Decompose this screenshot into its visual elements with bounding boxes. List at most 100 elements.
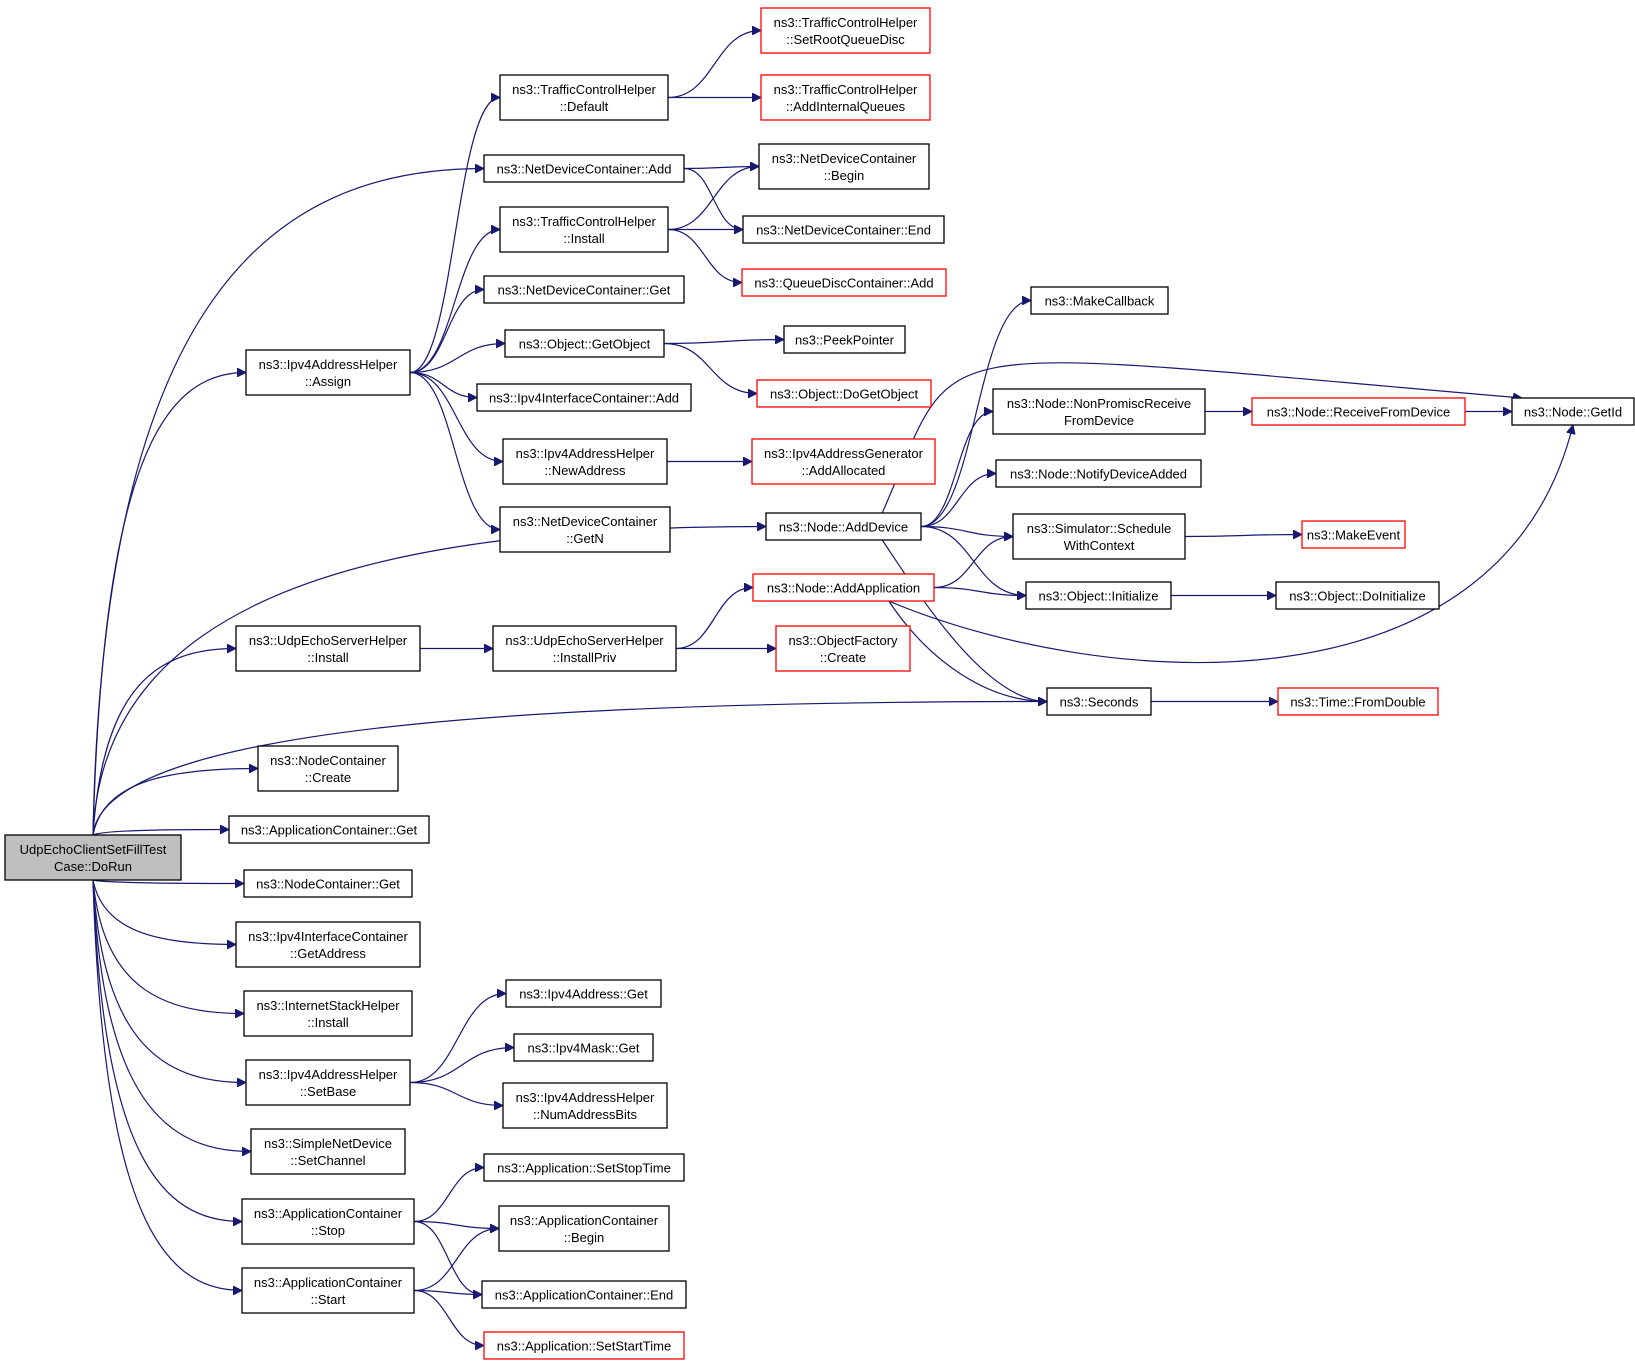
node-internetstack_install[interactable]: ns3::InternetStackHelper::Install	[243, 990, 413, 1037]
node-label-line: ns3::Object::DoGetObject	[770, 387, 919, 402]
node-label-line: ns3::Node::NotifyDeviceAdded	[1010, 467, 1187, 482]
node-makecallback[interactable]: ns3::MakeCallback	[1030, 286, 1169, 315]
node-box	[752, 573, 935, 602]
call-edge-appcontainer_stop-to-appcontainer_begin	[413, 1220, 499, 1229]
node-label-line: ::Stop	[311, 1223, 345, 1238]
node-ndc_add[interactable]: ns3::NetDeviceContainer::Add	[483, 154, 685, 183]
call-edge-root-to-simplenetdevice_setchannel	[92, 879, 251, 1152]
call-edge-root-to-internetstack_install	[92, 879, 244, 1014]
node-ipv4helper_assign[interactable]: ns3::Ipv4AddressHelper::Assign	[245, 349, 411, 396]
node-udpserver_install[interactable]: ns3::UdpEchoServerHelper::Install	[235, 625, 421, 672]
call-edge-udpserver_installpriv-to-node_addapplication	[675, 588, 753, 650]
node-node_notifydeviceadded[interactable]: ns3::Node::NotifyDeviceAdded	[995, 459, 1202, 488]
node-obj_initialize[interactable]: ns3::Object::Initialize	[1025, 581, 1172, 610]
node-label-line: ns3::PeekPointer	[795, 333, 895, 348]
node-tch_addinternalqueues[interactable]: ns3::TrafficControlHelper::AddInternalQu…	[760, 74, 931, 121]
node-app_setstoptime[interactable]: ns3::Application::SetStopTime	[483, 1153, 685, 1182]
node-app_setstarttime[interactable]: ns3::Application::SetStartTime	[483, 1331, 685, 1360]
node-label-line: ns3::NetDeviceContainer::End	[756, 223, 931, 238]
node-tch_install[interactable]: ns3::TrafficControlHelper::Install	[499, 206, 669, 253]
node-appcontainer_get[interactable]: ns3::ApplicationContainer::Get	[228, 815, 430, 844]
node-box	[257, 745, 399, 792]
node-ipv4ic_add[interactable]: ns3::Ipv4InterfaceContainer::Add	[476, 383, 692, 412]
call-edge-root-to-appcontainer_get	[92, 830, 229, 836]
node-label-line: ns3::ObjectFactory	[788, 633, 898, 648]
node-ipv4mask_get[interactable]: ns3::Ipv4Mask::Get	[513, 1033, 654, 1062]
node-tch_setrootqueuedisc[interactable]: ns3::TrafficControlHelper::SetRootQueueD…	[760, 7, 931, 54]
node-node_getid[interactable]: ns3::Node::GetId	[1511, 397, 1635, 426]
node-appcontainer_stop[interactable]: ns3::ApplicationContainer::Stop	[241, 1198, 415, 1245]
node-box	[243, 869, 413, 898]
node-box	[760, 7, 931, 54]
node-appcontainer_begin[interactable]: ns3::ApplicationContainer::Begin	[498, 1205, 670, 1252]
node-obj_getobject[interactable]: ns3::Object::GetObject	[504, 329, 665, 358]
node-node_addapplication[interactable]: ns3::Node::AddApplication	[752, 573, 935, 602]
node-label-line: ::GetAddress	[290, 946, 366, 961]
call-edge-root-to-appcontainer_start	[92, 879, 242, 1291]
node-label-line: ::AddAllocated	[802, 463, 886, 478]
node-label-line: ns3::ApplicationContainer	[254, 1206, 403, 1221]
node-label-line: ns3::TrafficControlHelper	[512, 82, 656, 97]
call-edge-node_adddevice-to-node_notifydeviceadded	[920, 474, 996, 528]
node-node_receivefromdevice[interactable]: ns3::Node::ReceiveFromDevice	[1251, 397, 1466, 426]
node-box	[751, 438, 936, 485]
node-seconds[interactable]: ns3::Seconds	[1046, 687, 1152, 716]
call-edge-root-to-nodecontainer_create	[92, 769, 258, 836]
call-edge-root-to-ipv4helper_setbase	[92, 879, 246, 1083]
node-label-line: ns3::NetDeviceContainer::Add	[497, 162, 672, 177]
node-ipv4ic_getaddress[interactable]: ns3::Ipv4InterfaceContainer::GetAddress	[235, 921, 421, 968]
node-label-line: ::NumAddressBits	[533, 1107, 638, 1122]
node-ndc_get[interactable]: ns3::NetDeviceContainer::Get	[483, 275, 685, 304]
node-objfactory_create[interactable]: ns3::ObjectFactory::Create	[775, 625, 911, 672]
node-node_adddevice[interactable]: ns3::Node::AddDevice	[765, 512, 922, 541]
node-label-line: ::SetRootQueueDisc	[786, 32, 905, 47]
node-appcontainer_start[interactable]: ns3::ApplicationContainer::Start	[241, 1267, 415, 1314]
call-edge-ipv4helper_assign-to-obj_getobject	[409, 344, 505, 374]
node-ipv4helper_newaddress[interactable]: ns3::Ipv4AddressHelper::NewAddress	[502, 438, 668, 485]
node-ipv4helper_setbase[interactable]: ns3::Ipv4AddressHelper::SetBase	[245, 1059, 411, 1106]
node-ndc_begin[interactable]: ns3::NetDeviceContainer::Begin	[758, 143, 930, 190]
node-nodecontainer_get[interactable]: ns3::NodeContainer::Get	[243, 869, 413, 898]
call-edge-node_addapplication-to-seconds	[888, 600, 1047, 702]
node-label-line: ns3::Node::ReceiveFromDevice	[1267, 405, 1451, 420]
node-appcontainer_end[interactable]: ns3::ApplicationContainer::End	[481, 1280, 687, 1309]
node-box	[505, 979, 662, 1008]
node-box	[502, 438, 668, 485]
node-makeevent[interactable]: ns3::MakeEvent	[1301, 520, 1406, 549]
node-box	[1012, 513, 1186, 560]
node-ipv4address_get[interactable]: ns3::Ipv4Address::Get	[505, 979, 662, 1008]
node-udpserver_installpriv[interactable]: ns3::UdpEchoServerHelper::InstallPriv	[492, 625, 677, 672]
node-ipv4gen_addallocated[interactable]: ns3::Ipv4AddressGenerator::AddAllocated	[751, 438, 936, 485]
call-edge-appcontainer_start-to-app_setstarttime	[413, 1289, 484, 1346]
node-ipv4helper_numaddressbits[interactable]: ns3::Ipv4AddressHelper::NumAddressBits	[502, 1082, 668, 1129]
node-label-line: ns3::Ipv4AddressGenerator	[764, 446, 924, 461]
node-label-line: ns3::Simulator::Schedule	[1027, 521, 1172, 536]
node-label-line: ns3::TrafficControlHelper	[774, 15, 918, 30]
node-label-line: ns3::NetDeviceContainer::Get	[498, 283, 671, 298]
node-box	[758, 143, 930, 190]
node-time_fromdouble[interactable]: ns3::Time::FromDouble	[1277, 687, 1439, 716]
node-label-line: ::Install	[307, 650, 348, 665]
node-label-line: ns3::Object::DoInitialize	[1289, 589, 1426, 604]
node-label-line: ns3::MakeCallback	[1045, 294, 1155, 309]
node-box	[783, 325, 906, 354]
node-ndc_end[interactable]: ns3::NetDeviceContainer::End	[742, 215, 945, 244]
node-nodecontainer_create[interactable]: ns3::NodeContainer::Create	[257, 745, 399, 792]
node-ndc_getn[interactable]: ns3::NetDeviceContainer::GetN	[499, 506, 671, 553]
node-label-line: ns3::TrafficControlHelper	[512, 214, 656, 229]
node-box	[1251, 397, 1466, 426]
node-simplenetdevice_setchannel[interactable]: ns3::SimpleNetDevice::SetChannel	[250, 1128, 406, 1175]
node-tch_default[interactable]: ns3::TrafficControlHelper::Default	[499, 74, 669, 121]
node-obj_dogetobject[interactable]: ns3::Object::DoGetObject	[756, 379, 932, 408]
node-qdc_add[interactable]: ns3::QueueDiscContainer::Add	[741, 268, 947, 297]
node-label-line: ns3::Ipv4InterfaceContainer::Add	[489, 391, 679, 406]
node-peekpointer[interactable]: ns3::PeekPointer	[783, 325, 906, 354]
node-box	[513, 1033, 654, 1062]
node-label-line: ns3::Ipv4AddressHelper	[516, 446, 655, 461]
node-obj_doinitialize[interactable]: ns3::Object::DoInitialize	[1275, 581, 1440, 610]
call-edge-node_adddevice-to-node_nonpromisc	[920, 412, 994, 528]
